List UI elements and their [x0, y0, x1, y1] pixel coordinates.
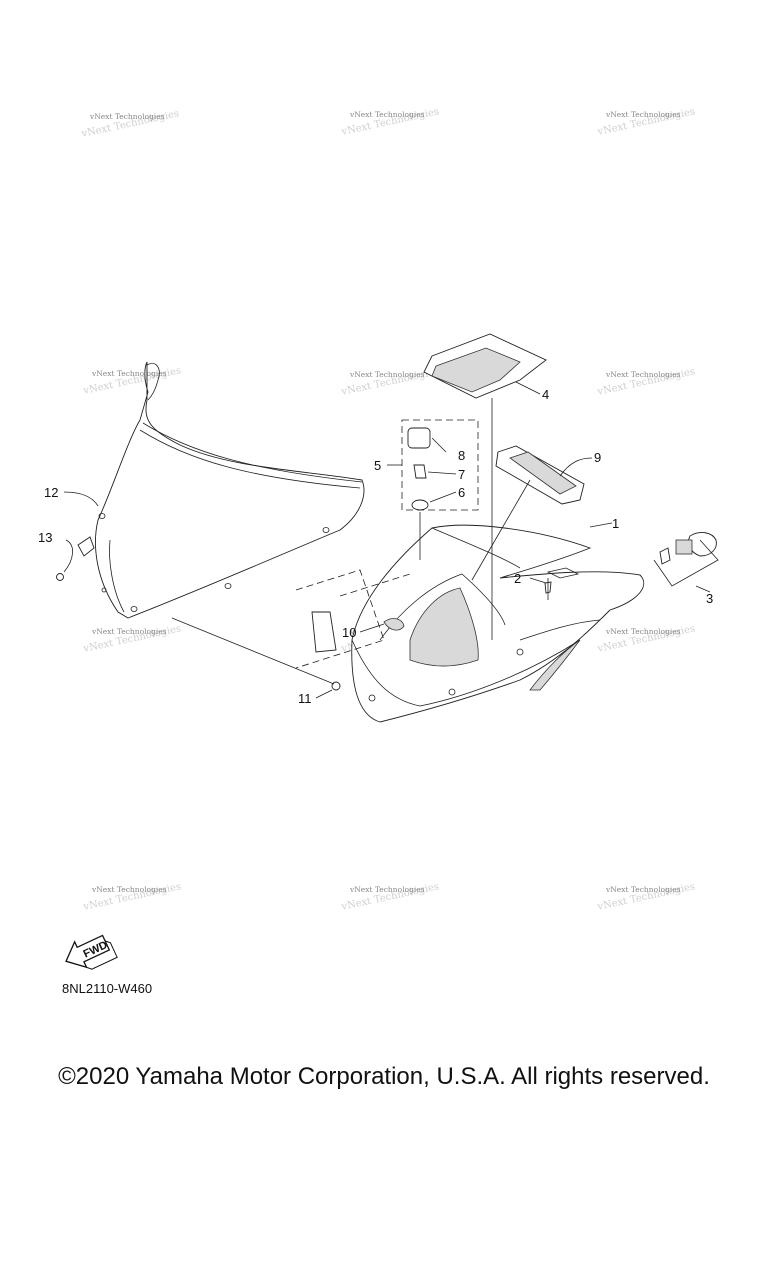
svg-text:vNext Technologies: vNext Technologies: [349, 370, 425, 379]
watermark: vNext Technologies vNext Technologies: [82, 365, 182, 397]
callout-7: 7: [458, 467, 465, 482]
svg-text:vNext Technologies: vNext Technologies: [349, 110, 425, 119]
fwd-label: FWD: [82, 939, 110, 960]
windshield-part: [95, 361, 365, 619]
callout-4: 4: [542, 387, 549, 402]
fastener-parts: [171, 617, 341, 691]
svg-text:vNext Technologies: vNext Technologies: [89, 112, 165, 121]
cowl-part: [351, 524, 645, 723]
svg-text:vNext Technologies: vNext Technologies: [91, 885, 167, 894]
callout-3: 3: [706, 591, 713, 606]
callout-9: 9: [594, 450, 601, 465]
watermark: vNext Technologies vNext Technologies: [82, 623, 182, 655]
callout-11: 11: [298, 691, 312, 706]
fwd-arrow-icon: FWD: [65, 934, 118, 970]
watermark: vNext Technologies vNext Technologies: [596, 881, 696, 913]
watermark: vNext Technologies vNext Technologies: [340, 106, 440, 138]
callout-12: 12: [44, 485, 58, 500]
callout-10: 10: [342, 625, 356, 640]
module-9-part: [471, 445, 585, 581]
callout-1: 1: [612, 516, 619, 531]
callouts: 1 2 3 4 5 6 7 8 9 10 11 12 13: [38, 381, 713, 706]
svg-text:vNext Technologies: vNext Technologies: [605, 627, 681, 636]
svg-text:vNext Technologies: vNext Technologies: [349, 885, 425, 894]
watermark: vNext Technologies vNext Technologies: [340, 881, 440, 913]
socket-3-part: [653, 532, 719, 587]
svg-text:vNext Technologies: vNext Technologies: [605, 370, 681, 379]
callout-5: 5: [374, 458, 381, 473]
copyright-notice: ©2020 Yamaha Motor Corporation, U.S.A. A…: [58, 1063, 710, 1090]
svg-text:vNext Technologies: vNext Technologies: [605, 110, 681, 119]
svg-text:vNext Technologies: vNext Technologies: [91, 369, 167, 378]
diagram-code: 8NL2110-W460: [62, 981, 153, 996]
bolt-13-part: [56, 536, 95, 581]
callout-8: 8: [458, 448, 465, 463]
mesh-panel-4-part: [423, 333, 547, 640]
watermark: vNext Technologies vNext Technologies: [596, 106, 696, 138]
callout-13: 13: [38, 530, 52, 545]
watermark: vNext Technologies vNext Technologies: [596, 623, 696, 655]
screw-2-part: [544, 578, 552, 600]
watermark: vNext Technologies vNext Technologies: [80, 108, 180, 140]
callout-6: 6: [458, 485, 465, 500]
watermark: vNext Technologies vNext Technologies: [82, 881, 182, 913]
switch-group-5-part: [295, 419, 479, 669]
svg-text:vNext Technologies: vNext Technologies: [605, 885, 681, 894]
watermark: vNext Technologies vNext Technologies: [596, 366, 696, 398]
svg-text:vNext Technologies: vNext Technologies: [91, 627, 167, 636]
callout-2: 2: [514, 571, 521, 586]
